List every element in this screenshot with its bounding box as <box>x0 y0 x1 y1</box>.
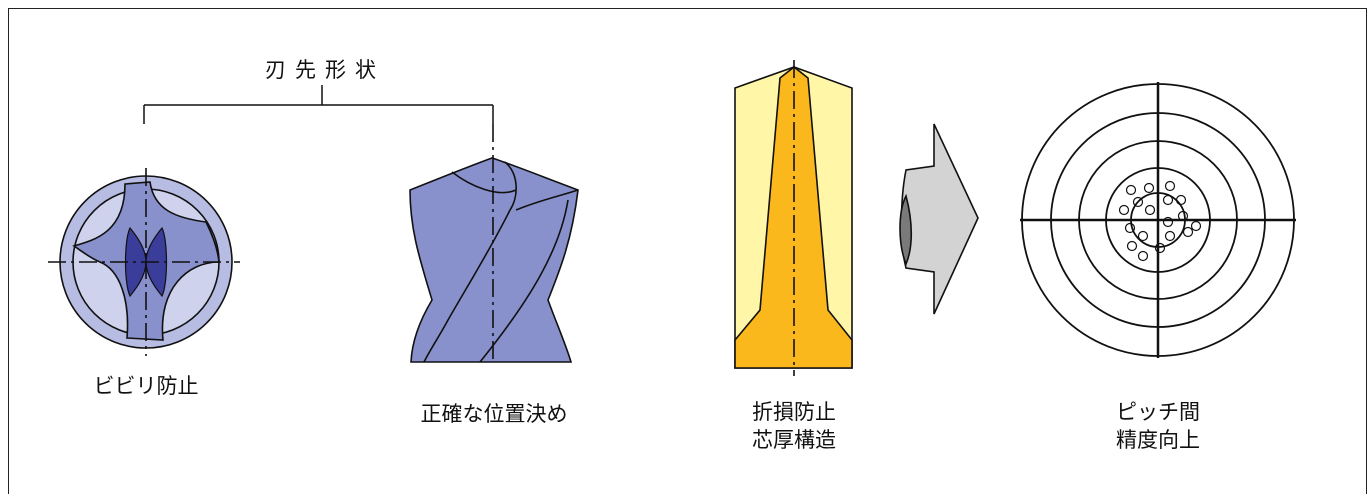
hit-marks <box>1118 180 1202 262</box>
drill-body <box>409 157 579 363</box>
label-chatter-prevention: ビビリ防止 <box>93 374 199 398</box>
diagram-frame <box>8 8 1367 494</box>
label-pitch-line1: ピッチ間 <box>1116 400 1200 424</box>
group-bracket <box>143 85 494 124</box>
drill-point-side-view <box>409 124 579 363</box>
label-accurate-positioning: 正確な位置決め <box>420 402 568 426</box>
arrow-body <box>900 123 979 315</box>
web-thickness-section <box>734 60 853 376</box>
label-breakage-line2: 芯厚構造 <box>752 428 836 452</box>
label-pitch-line2: 精度向上 <box>1116 428 1200 452</box>
drill-end-view <box>48 168 240 356</box>
pitch-target <box>1020 82 1296 358</box>
label-breakage-line1: 折損防止 <box>752 400 836 424</box>
transition-arrow <box>899 123 979 315</box>
group-label: 刃先形状 <box>265 58 385 82</box>
arrow-shade <box>899 193 913 267</box>
